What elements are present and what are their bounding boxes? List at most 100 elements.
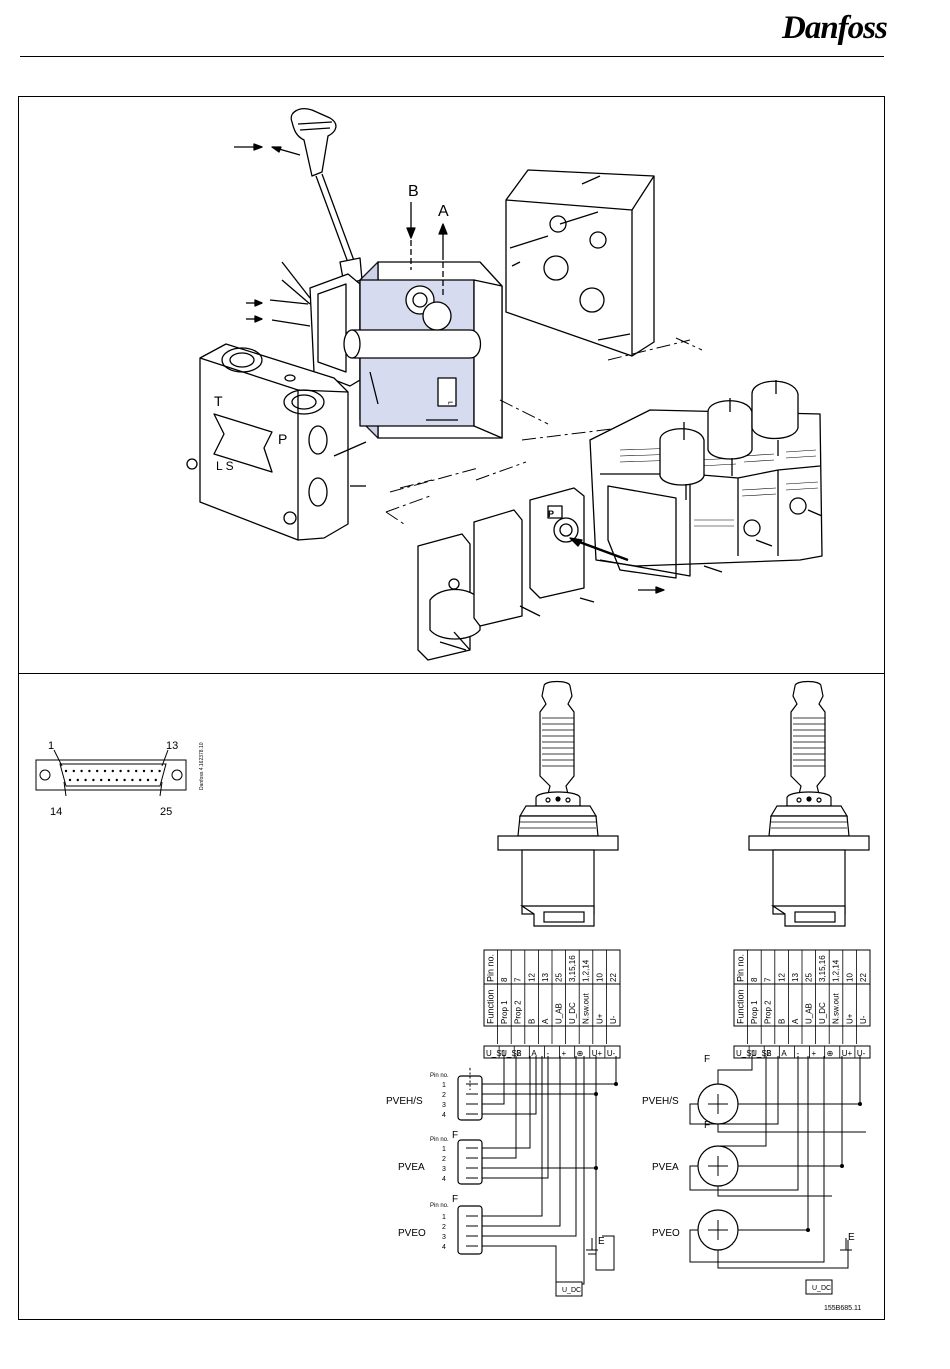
dsub-pin-dot [119, 769, 122, 773]
danfoss-logo: Danfoss [782, 10, 888, 46]
left-table-function-cell: Prop 2 [514, 1000, 523, 1024]
right-table-pin-cell: 8 [750, 977, 759, 982]
figure-frame [18, 96, 885, 1320]
right-table-pin-cell: 25 [805, 973, 814, 982]
m3-pin-2: 2 [442, 1224, 446, 1231]
left-table-pin-cell: 25 [555, 973, 564, 982]
left-fuse-2: F [452, 1194, 458, 1205]
left-fuse-1: F [452, 1130, 458, 1141]
dsub-pin-dot [150, 769, 153, 773]
left-table-pin-cell: 7 [514, 977, 523, 982]
panel-divider [18, 673, 885, 674]
terminal-label: ⊕ [827, 1049, 834, 1058]
terminal-label: U_S2 [751, 1049, 772, 1058]
left-table-function-cell: U+ [595, 1013, 604, 1024]
right-pvea-label: PVEA [652, 1162, 679, 1173]
left-table-header-function: Function [486, 989, 496, 1024]
terminal-label: + [812, 1049, 817, 1058]
m1-pin-4: 4 [442, 1112, 446, 1119]
dsub-pin-dot [127, 769, 130, 773]
right-table-pin-cell: 12 [777, 973, 786, 982]
dsub-pin-dot [103, 769, 107, 773]
terminal-label: ⊕ [577, 1049, 584, 1058]
terminal-label: U_S1 [486, 1049, 507, 1058]
terminal-label: U+ [592, 1049, 603, 1058]
right-pveo-label: PVEO [652, 1228, 680, 1239]
dsub-pin-dot [80, 769, 83, 773]
housing-ls-label: L S [216, 459, 234, 473]
right-table-function-cell: A [791, 1018, 800, 1024]
terminal-label: U- [607, 1049, 616, 1058]
dsub-pin-dot [72, 769, 76, 773]
terminal-label: A [531, 1049, 537, 1058]
right-table-function-cell: U_DC [818, 1002, 827, 1024]
left-table-function-cell: N.sw.out [582, 993, 591, 1024]
m2-pin-2: 2 [442, 1156, 446, 1163]
m3-pin-4: 4 [442, 1244, 446, 1251]
terminal-label: A [781, 1049, 787, 1058]
right-table-pin-cell: 3,15,16 [818, 955, 827, 982]
dsub-pin-dot [123, 778, 126, 782]
m3-pin-1: 1 [442, 1214, 446, 1221]
left-table-pin-cell: 10 [595, 973, 604, 982]
terminal-label: U- [857, 1049, 866, 1058]
figure-code: 155B685.11 [824, 1305, 861, 1312]
dsub-pin-dot [68, 778, 72, 782]
left-pveo-label: PVEO [398, 1228, 426, 1239]
right-table-header-function: Function [736, 989, 746, 1024]
left-table-function-cell: U_AB [555, 1003, 564, 1024]
right-table-header-pin: Pin no. [736, 954, 746, 982]
dsub-pin-dot [64, 769, 68, 773]
m1-pin-3: 3 [442, 1102, 446, 1109]
m2-pin-4: 4 [442, 1176, 446, 1183]
terminal-strip [483, 1045, 621, 1059]
terminal-label: B [766, 1049, 771, 1058]
dsub-pin-dot [131, 778, 134, 782]
right-table-function-cell: Prop 1 [750, 1000, 759, 1024]
port-a-label: A [438, 203, 449, 220]
pin-25-label: 25 [160, 806, 172, 818]
right-table-pin-cell: 13 [791, 973, 800, 982]
left-table-function-cell: B [527, 1019, 536, 1024]
left-pvea-label: PVEA [398, 1162, 425, 1173]
dsub-pin-dot [84, 778, 87, 782]
dsub-pin-dot [92, 778, 95, 782]
terminal-strip [733, 1045, 871, 1059]
dsub-pin-dot [100, 778, 103, 782]
m2-pin-1: 1 [442, 1146, 446, 1153]
left-supply-label: U_DC [562, 1287, 581, 1294]
pin-13-label: 13 [166, 740, 178, 752]
housing-t-label: T [214, 393, 223, 409]
pin-no-label-1: Pin no. [430, 1073, 449, 1079]
right-table-function-cell: U- [859, 1015, 868, 1024]
right-pveh-label: PVEH/S [642, 1096, 679, 1107]
dsub-pin-dot [107, 778, 111, 782]
dsub-pin-dot [115, 778, 119, 782]
dsub-pin-dot [146, 778, 150, 782]
left-earth-label: E [598, 1236, 605, 1247]
connector-code: Danfoss 4.162378.10 [199, 742, 205, 790]
pin-14-label: 14 [50, 806, 62, 818]
left-table-pin-cell: 22 [609, 973, 618, 982]
right-table-pin-cell: 7 [764, 977, 773, 982]
dsub-pin-dot [135, 769, 138, 773]
dsub-pin-dot [76, 778, 80, 782]
dsub-pin-dot [158, 769, 161, 773]
left-table-function-cell: U_DC [568, 1002, 577, 1024]
left-table-function-cell: Prop 1 [500, 1000, 509, 1024]
pin-no-label-3: Pin no. [430, 1203, 449, 1209]
m1-pin-1: 1 [442, 1082, 446, 1089]
dsub-pin-dot [88, 769, 91, 773]
m3-pin-3: 3 [442, 1234, 446, 1241]
left-table-function-cell: A [541, 1018, 550, 1024]
left-table-header-pin: Pin no. [486, 954, 496, 982]
left-pveh-label: PVEH/S [386, 1096, 423, 1107]
right-earth-label: E [848, 1232, 855, 1243]
port-b-label: B [408, 183, 419, 200]
right-table-pin-cell: 10 [845, 973, 854, 982]
right-table-pin-cell: 1,2,14 [832, 959, 841, 982]
cover-p-label: P [548, 509, 554, 519]
